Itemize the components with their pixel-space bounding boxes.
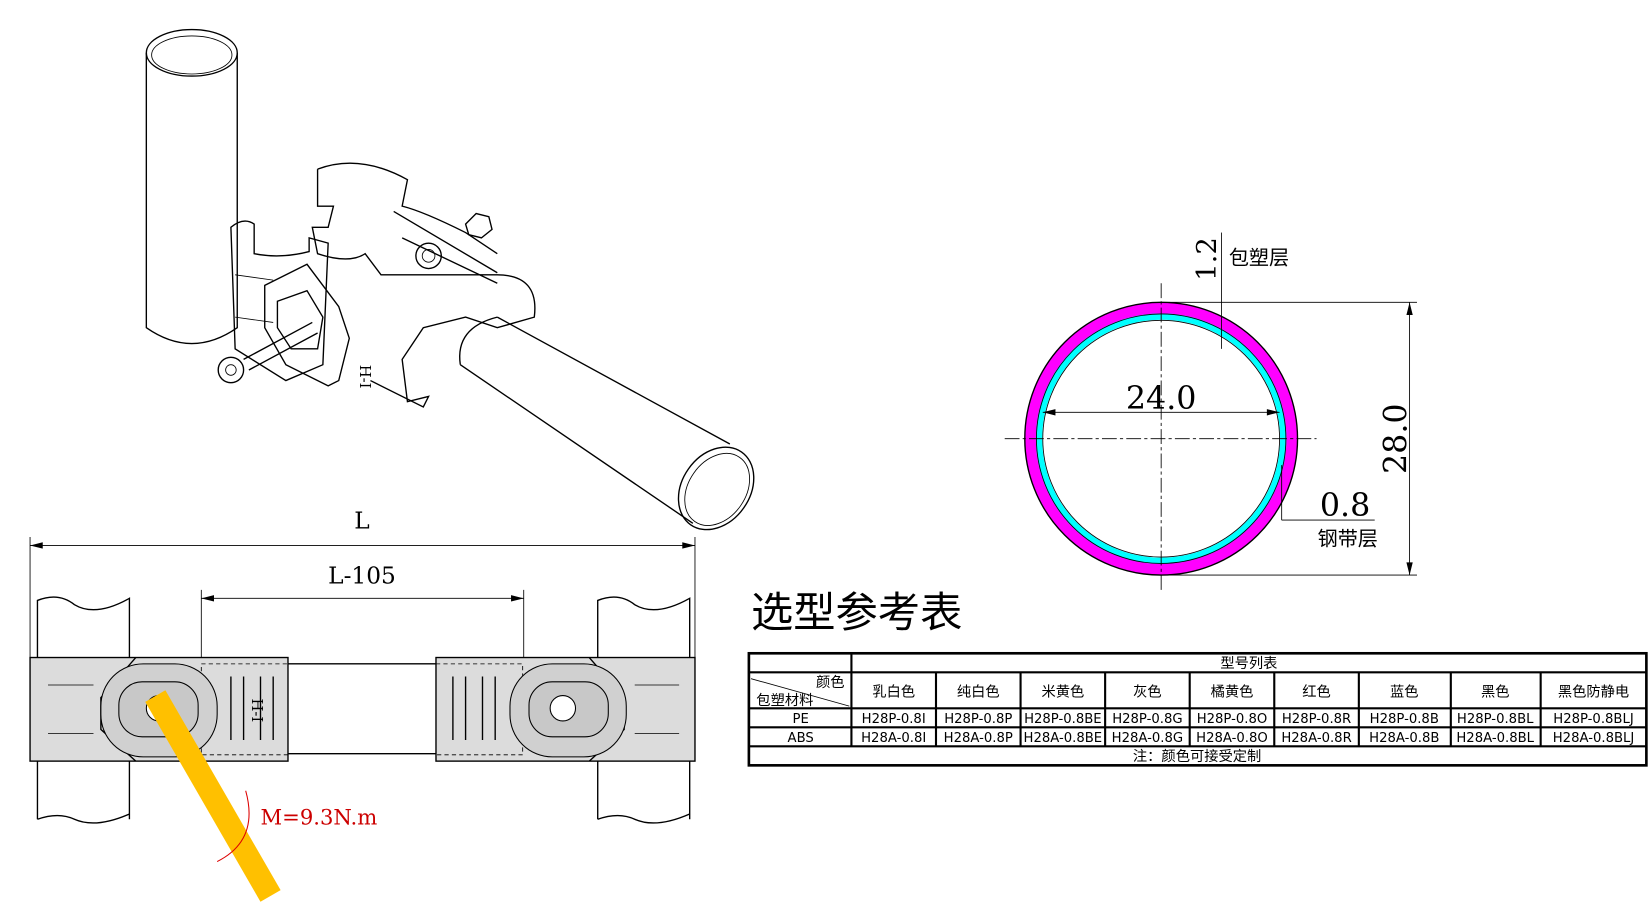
code-cell: H28P-0.8G — [1112, 712, 1182, 727]
table-row: PE H28P-0.8I H28P-0.8P H28P-0.8BE H28P-0… — [793, 712, 1634, 727]
corner-material-header: 包塑材料 — [756, 692, 813, 709]
code-cell: H28P-0.8P — [944, 712, 1012, 727]
color-header: 纯白色 — [957, 684, 1000, 701]
color-header: 米黄色 — [1041, 684, 1084, 701]
torque-label: M=9.3N.m — [261, 805, 378, 830]
color-header: 蓝色 — [1390, 684, 1419, 701]
isometric-view: H-I — [145, 28, 755, 531]
material-cell: ABS — [788, 731, 814, 746]
table-row: ABS H28A-0.8I H28A-0.8P H28A-0.8BE H28A-… — [788, 731, 1635, 746]
code-cell: H28A-0.8O — [1196, 731, 1268, 746]
code-cell: H28P-0.8BE — [1024, 712, 1102, 727]
right-joint — [435, 656, 696, 762]
table-title: 选型参考表 — [751, 588, 962, 637]
code-cell: H28A-0.8BLJ — [1553, 731, 1635, 746]
tube-cross-section: 24.0 28.0 1.2 包塑层 0.8 钢带层 — [1004, 232, 1417, 592]
steel-label: 钢带层 — [1318, 526, 1378, 550]
coating-label: 包塑层 — [1229, 245, 1289, 269]
code-cell: H28P-0.8BL — [1457, 712, 1534, 727]
torque-wrench: M=9.3N.m — [145, 690, 378, 902]
steel-thickness-label: 0.8 — [1320, 488, 1370, 524]
material-cell: PE — [793, 712, 809, 727]
horizontal-pipe — [459, 316, 755, 531]
code-cell: H28A-0.8R — [1281, 731, 1351, 746]
connecting-pipe — [287, 663, 436, 755]
outer-diameter-label: 28.0 — [1378, 403, 1414, 474]
color-header: 乳白色 — [872, 684, 915, 701]
left-joint-logo: H-I — [248, 699, 265, 723]
corner-color-header: 颜色 — [816, 674, 845, 691]
dimension-L: L — [29, 508, 696, 666]
group-header: 型号列表 — [1220, 655, 1277, 672]
dim-L-label: L — [354, 508, 369, 535]
code-cell: H28P-0.8B — [1370, 712, 1439, 727]
code-cell: H28A-0.8P — [944, 731, 1013, 746]
center-connector-block: H-I — [264, 263, 373, 389]
code-cell: H28A-0.8I — [861, 731, 926, 746]
code-cell: H28A-0.8BL — [1456, 731, 1534, 746]
coating-thickness-label: 1.2 — [1191, 237, 1223, 281]
pipe-clamp-vertical — [230, 220, 329, 382]
color-header: 黑色 — [1481, 684, 1510, 701]
code-cell: H28A-0.8BE — [1024, 731, 1103, 746]
code-cell: H28P-0.8BLJ — [1553, 712, 1633, 727]
selection-table: 选型参考表 型号列表 颜色 包塑材料 乳白色 纯白色 米黄色 灰色 橘黄色 红色… — [747, 588, 1648, 767]
front-view: L L-105 H-I M=9.3N.m — [29, 508, 696, 902]
color-header: 红色 — [1302, 684, 1331, 701]
code-cell: H28A-0.8G — [1112, 731, 1183, 746]
pipe-clamp-horizontal — [311, 162, 536, 408]
code-cell: H28P-0.8O — [1197, 712, 1268, 727]
table-note: 注：颜色可接受定制 — [1133, 748, 1261, 765]
code-cell: H28P-0.8I — [862, 712, 926, 727]
code-cell: H28A-0.8B — [1369, 731, 1439, 746]
connector-logo: H-I — [356, 365, 373, 389]
right-post — [597, 596, 691, 824]
dimension-L-105: L-105 — [200, 563, 525, 666]
left-post — [36, 596, 131, 824]
color-header: 灰色 — [1133, 684, 1162, 701]
dim-L105-label: L-105 — [328, 563, 396, 590]
inner-diameter-label: 24.0 — [1126, 381, 1197, 417]
color-header: 黑色防静电 — [1558, 684, 1629, 701]
code-cell: H28P-0.8R — [1282, 712, 1351, 727]
bolt — [217, 321, 318, 384]
color-headers: 乳白色 纯白色 米黄色 灰色 橘黄色 红色 蓝色 黑色 黑色防静电 — [872, 684, 1629, 701]
color-header: 橘黄色 — [1211, 684, 1254, 701]
vertical-pipe — [145, 28, 238, 345]
